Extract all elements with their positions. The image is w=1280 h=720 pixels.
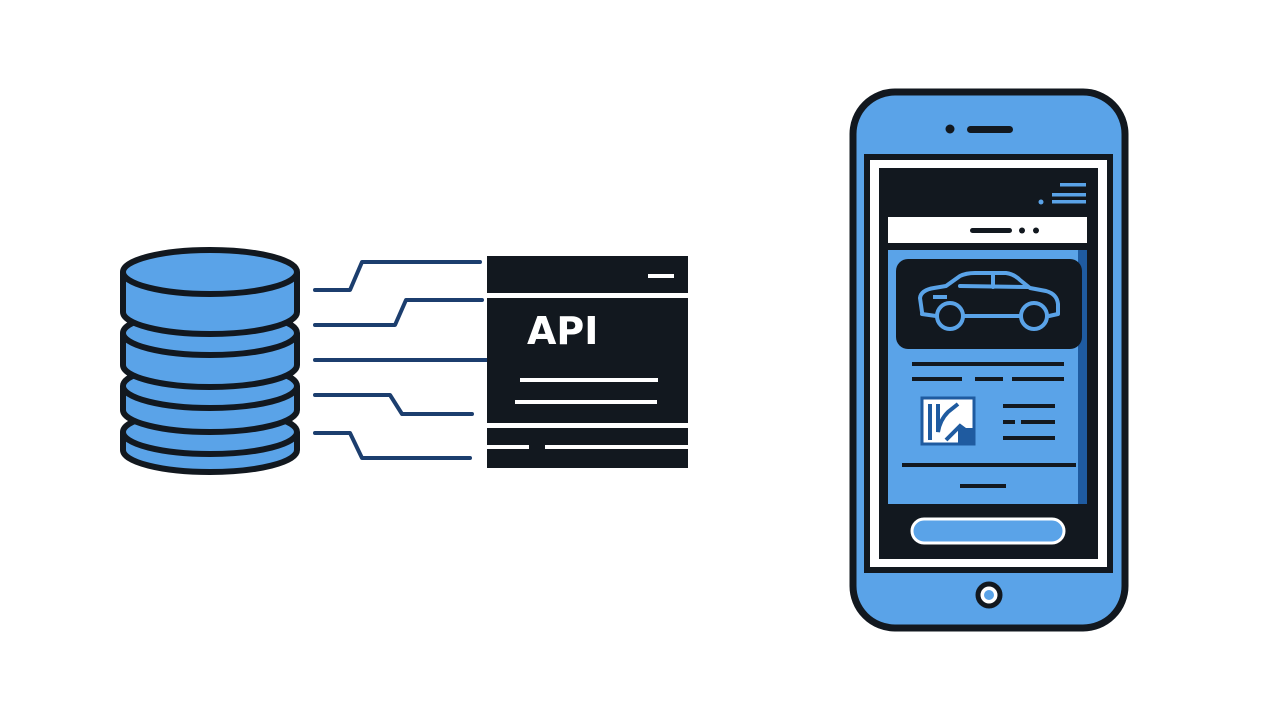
api-window-footer-divider: [487, 423, 688, 428]
phone-content-card-edge: [1078, 250, 1087, 504]
phone-thumb-text-2a: [1003, 420, 1015, 424]
api-label: API: [527, 309, 598, 353]
phone-home-button-inner: [984, 590, 994, 600]
database-icon: [120, 247, 300, 475]
phone-thumb-text-2b: [1021, 420, 1055, 424]
api-window-text-line-1: [520, 378, 658, 382]
phone-thumb-text-3: [1003, 436, 1055, 440]
phone-camera: [945, 124, 955, 134]
phone-menu-dot: [1038, 199, 1044, 205]
phone-address-dot-1: [1019, 227, 1025, 234]
phone-text-line-2a: [912, 377, 962, 381]
phone-address-dot-2: [1033, 227, 1039, 234]
api-window-footer-line-short: [487, 445, 529, 449]
phone-menu-icon-line-3: [1052, 200, 1086, 204]
phone-text-line-2b: [975, 377, 1003, 381]
phone-text-line-4: [960, 484, 1006, 488]
phone-thumb-text-1: [1003, 404, 1055, 408]
database-disk-1: [120, 247, 300, 337]
phone-address-bar-line: [970, 228, 1012, 233]
phone-button: [910, 517, 1066, 545]
api-window-icon: API: [487, 256, 688, 468]
api-window-titlebar-divider: [487, 293, 688, 298]
phone-text-line-2c: [1012, 377, 1064, 381]
car-icon: [918, 271, 1060, 331]
phone-speaker: [967, 126, 1013, 133]
api-window-titlebar-mark: [648, 274, 674, 278]
phone-text-line-3: [902, 463, 1076, 467]
phone-text-line-1: [912, 362, 1064, 366]
image-icon: [920, 396, 976, 446]
phone-menu-icon-line-2: [1052, 193, 1086, 197]
connector-line-4: [313, 393, 474, 416]
connector-line-1: [313, 260, 482, 292]
connector-line-5: [313, 431, 472, 460]
api-window-footer-line: [545, 445, 688, 449]
smartphone-icon: [849, 88, 1129, 632]
phone-menu-icon-line-1: [1060, 183, 1086, 187]
connector-lines: [313, 260, 537, 460]
api-window-text-line-2: [515, 400, 657, 404]
connector-line-2: [313, 298, 484, 327]
